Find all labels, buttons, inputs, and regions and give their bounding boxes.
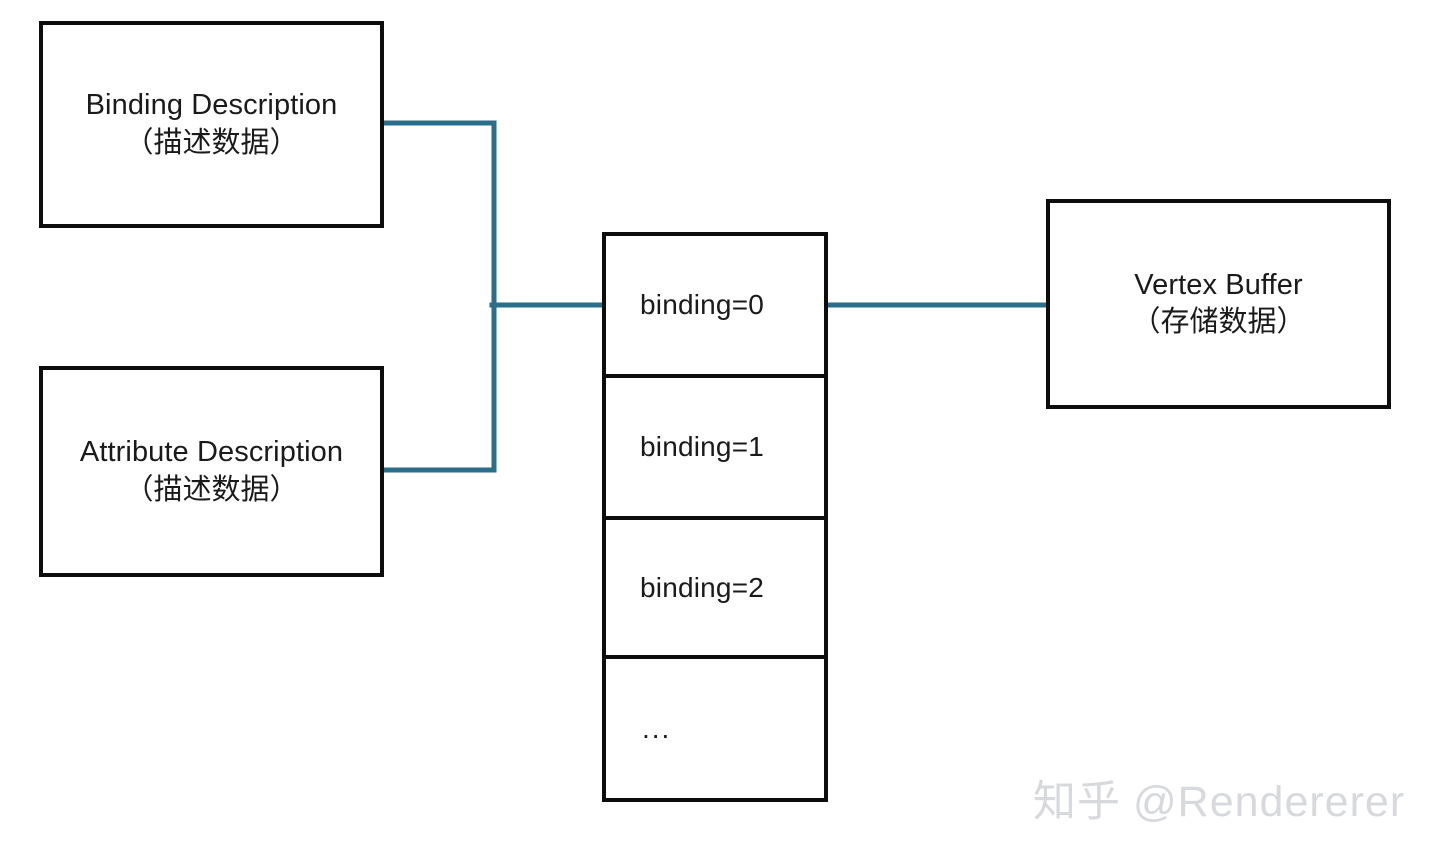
binding-cell-2: binding=2	[606, 520, 824, 659]
binding-cell-1: binding=1	[606, 378, 824, 520]
node-vertex-buffer: Vertex Buffer （存储数据）	[1046, 199, 1391, 409]
binding-description-subtitle: （描述数据）	[124, 126, 299, 159]
connector-descriptions-to-bus	[380, 120, 497, 473]
binding-cell-3: ...	[606, 659, 824, 798]
binding-description-title: Binding Description	[85, 89, 338, 122]
attribute-description-title: Attribute Description	[79, 436, 344, 469]
watermark-handle: @Rendererer	[1133, 778, 1406, 826]
node-attribute-description: Attribute Description （描述数据）	[39, 366, 384, 577]
binding-cell-1-label: binding=1	[640, 431, 765, 462]
binding-cell-0: binding=0	[606, 236, 824, 378]
watermark-site: 知乎	[1033, 778, 1121, 826]
vertex-buffer-subtitle: （存储数据）	[1131, 306, 1306, 338]
attribute-description-subtitle: （描述数据）	[124, 473, 299, 506]
binding-cell-3-label: ...	[642, 712, 672, 744]
binding-cell-2-label: binding=2	[640, 571, 765, 603]
node-binding-description: Binding Description （描述数据）	[39, 21, 384, 228]
binding-stack: binding=0 binding=1 binding=2 ...	[602, 232, 828, 802]
watermark: 知乎@Rendererer	[1033, 767, 1405, 829]
binding-cell-0-label: binding=0	[640, 289, 765, 320]
vertex-buffer-title: Vertex Buffer	[1134, 268, 1303, 301]
